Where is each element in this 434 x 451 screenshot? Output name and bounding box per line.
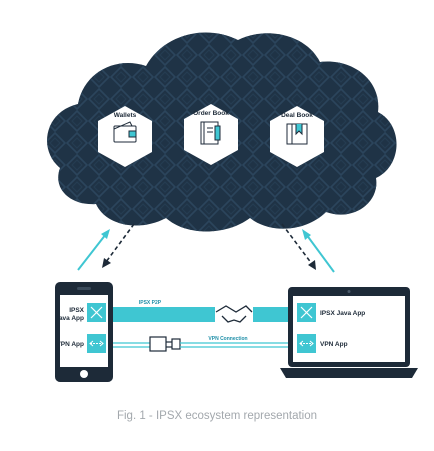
- vpn-connection-label: VPN Connection: [208, 336, 247, 342]
- deal-book-icon: [286, 123, 308, 145]
- right-upload-arrow: [302, 229, 335, 273]
- deal-book-label: Deal Book: [281, 112, 313, 119]
- order-book-icon: [200, 121, 221, 145]
- right-download-arrow: [281, 223, 316, 270]
- ipsx-p2p-label: IPSX P2P: [139, 300, 162, 306]
- ipsx-p2p-link: IPSX P2P: [113, 300, 289, 328]
- handshake-icon: [215, 301, 253, 328]
- laptop-device: IPSX Java App VPN App: [280, 287, 418, 378]
- vpn-connection-link: VPN Connection: [113, 336, 289, 352]
- wallet-icon: [113, 121, 137, 143]
- order-book-label: Order Book: [193, 110, 229, 117]
- left-upload-arrow: [77, 229, 110, 271]
- laptop-ipsx-label: IPSX Java App: [320, 310, 365, 317]
- figure-caption: Fig. 1 - IPSX ecosystem representation: [116, 410, 318, 422]
- mobile-ipsx-label-1: IPSX: [69, 307, 84, 314]
- mobile-ipsx-label-2: Java App: [55, 315, 84, 322]
- wallets-label: Wallets: [114, 112, 137, 119]
- vpn-arrows-icon: [299, 340, 314, 347]
- deal-book-node: Deal Book: [270, 106, 324, 167]
- mobile-device: IPSX Java App VPN App: [55, 282, 113, 382]
- ipsx-x-icon: [90, 306, 103, 319]
- vpn-arrows-icon: [89, 340, 104, 347]
- left-download-arrow: [102, 223, 135, 268]
- laptop-vpn-label: VPN App: [320, 341, 348, 348]
- order-book-node: Order Book: [184, 104, 238, 165]
- mobile-vpn-label: VPN App: [56, 341, 84, 348]
- ipsx-x-icon: [300, 306, 313, 319]
- wallets-node: Wallets: [98, 106, 152, 167]
